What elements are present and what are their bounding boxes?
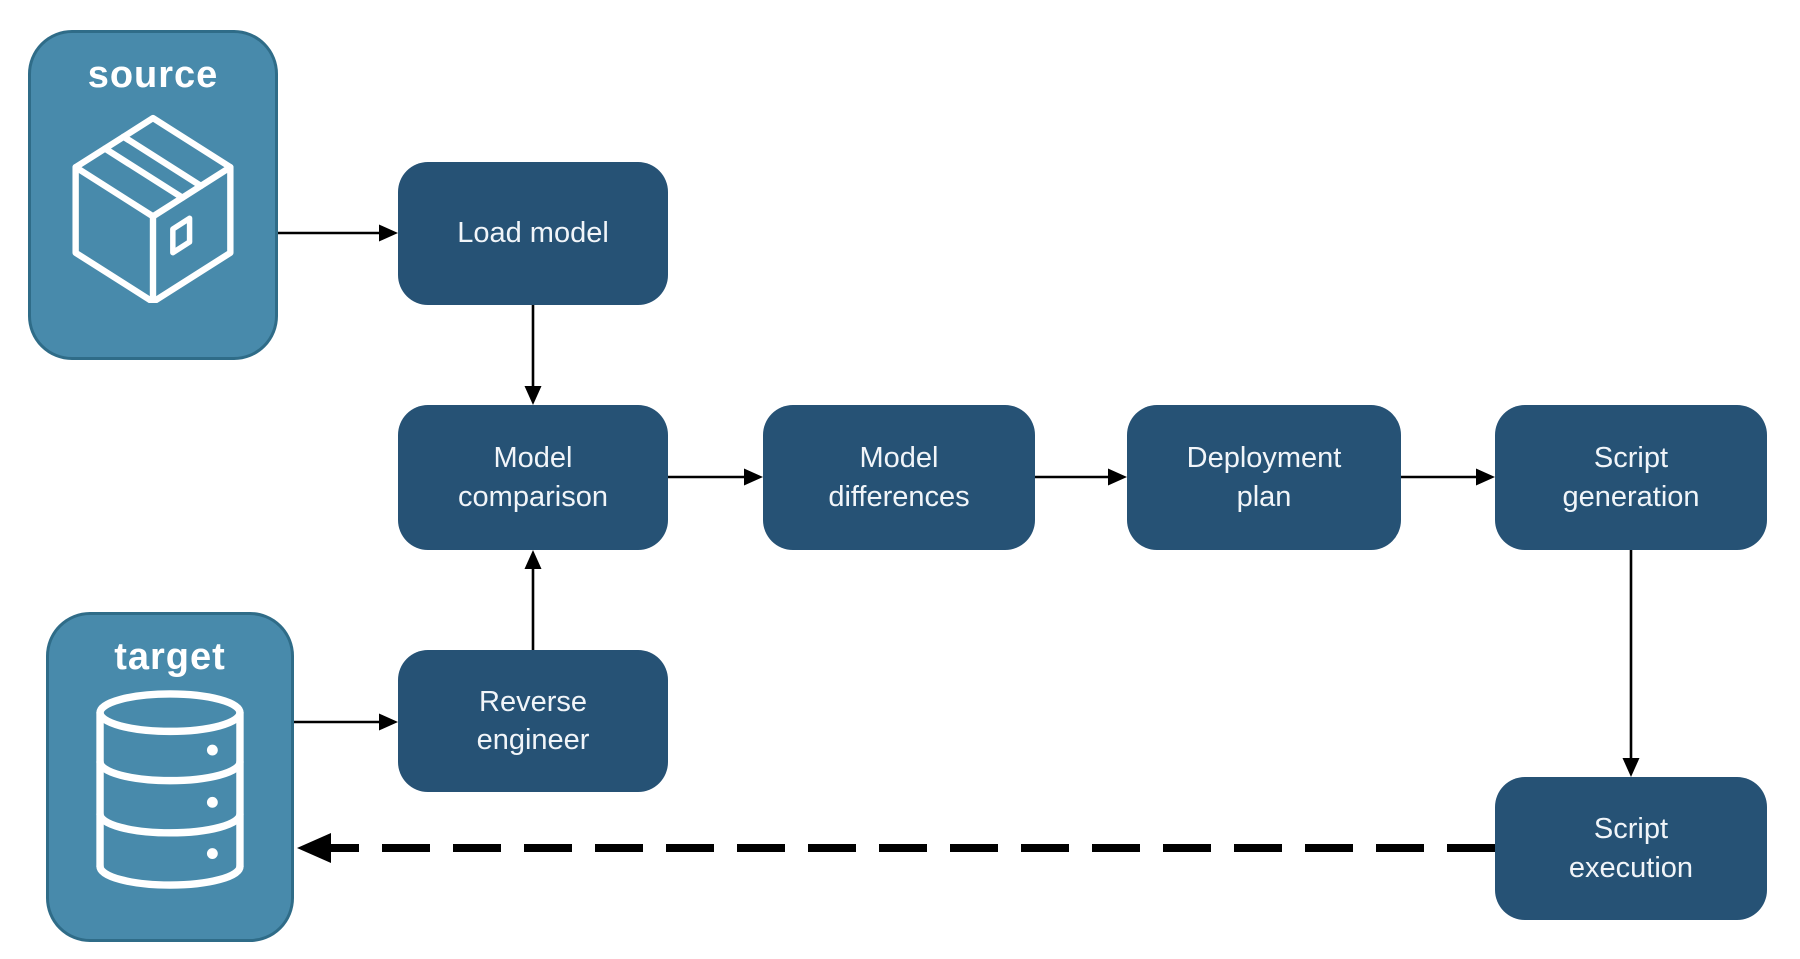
edge-model-comparison-to-model-differences <box>668 468 763 486</box>
target-label: target <box>114 636 226 678</box>
node-script-generation-label: Script generation <box>1562 442 1700 513</box>
node-script-generation: Script generation <box>1495 405 1767 550</box>
edge-deployment-plan-to-script-generation <box>1401 468 1495 486</box>
package-icon <box>72 114 234 303</box>
edge-reverse-engineer-to-model-comparison <box>524 550 542 650</box>
database-icon <box>96 690 244 889</box>
edge-script-generation-to-script-execution <box>1622 550 1640 777</box>
node-deployment-plan: Deployment plan <box>1127 405 1401 550</box>
node-script-execution-label: Script execution <box>1568 813 1694 884</box>
edge-script-execution-to-target <box>297 833 1495 863</box>
node-model-differences: Model differences <box>763 405 1035 550</box>
node-load-model-label: Load model <box>457 217 609 250</box>
source-label: source <box>87 54 219 96</box>
node-model-comparison: Model comparison <box>398 405 668 550</box>
target-entity: target <box>46 612 294 942</box>
edge-load-model-to-model-comparison <box>524 305 542 405</box>
node-reverse-engineer-label: Reverse engineer <box>476 685 590 756</box>
node-reverse-engineer: Reverse engineer <box>398 650 668 792</box>
edge-model-differences-to-deployment-plan <box>1035 468 1127 486</box>
node-deployment-plan-label: Deployment plan <box>1186 442 1342 513</box>
source-entity: source <box>28 30 278 360</box>
node-model-comparison-label: Model comparison <box>458 442 608 513</box>
node-script-execution: Script execution <box>1495 777 1767 920</box>
node-load-model: Load model <box>398 162 668 305</box>
node-model-differences-label: Model differences <box>828 442 970 513</box>
edge-source-to-load-model <box>278 224 398 242</box>
edge-target-to-reverse-engineer <box>294 713 398 731</box>
